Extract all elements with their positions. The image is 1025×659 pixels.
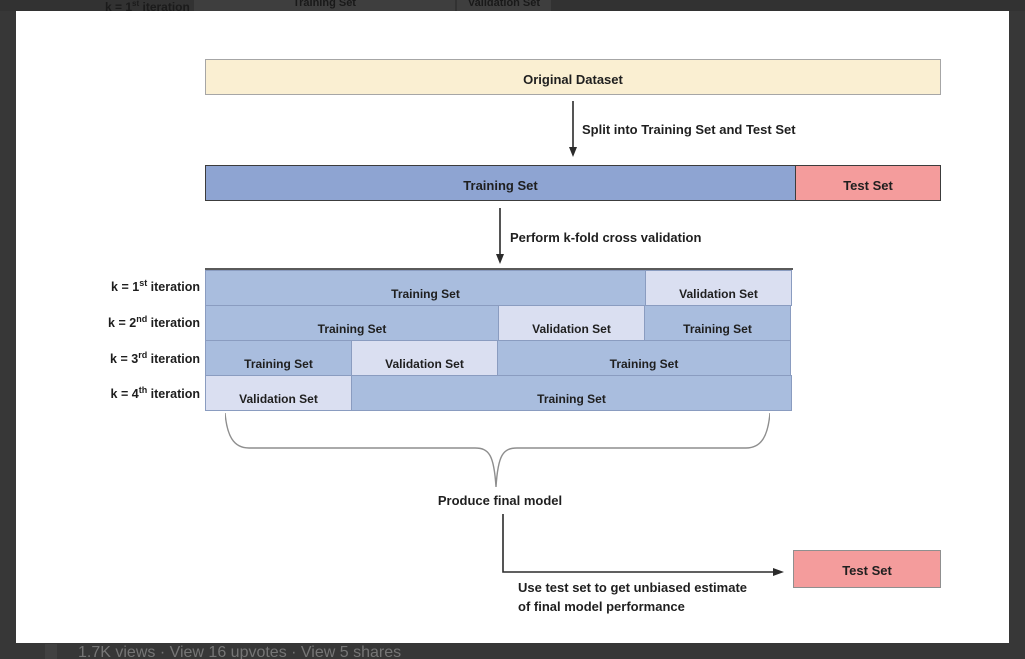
test-set-segment: Test Set — [796, 166, 940, 200]
kfold-label-1-pre: k = 1 — [111, 280, 140, 295]
previous-image-strip: k = 1st iteration Training Set Validatio… — [0, 0, 1025, 11]
kfold-row-label-3: k = 3rd iteration — [80, 350, 200, 366]
kfold-cell: Training Set — [205, 340, 352, 376]
brace-icon — [225, 413, 770, 488]
kfold-row-label-2: k = 2nd iteration — [80, 314, 200, 330]
strip-validation-set-block: Validation Set — [457, 0, 551, 11]
original-dataset-bar: Original Dataset — [205, 59, 941, 95]
final-test-set-box: Test Set — [793, 550, 941, 588]
kfold-cell: Validation Set — [205, 375, 352, 411]
strip-iteration-post: iteration — [139, 0, 190, 12]
kfold-cell: Training Set — [205, 270, 646, 306]
kfold-diagram-image[interactable]: Original Dataset Split into Training Set… — [16, 11, 1009, 643]
kfold-cell: Training Set — [644, 305, 791, 341]
test-set-label: Test Set — [843, 177, 893, 193]
kfold-arrow-label: Perform k-fold cross validation — [510, 230, 702, 245]
training-set-segment: Training Set — [206, 166, 796, 200]
final-test-arrow-icon — [502, 514, 784, 576]
kfold-row-2: Training Set Validation Set Training Set — [205, 305, 793, 341]
kfold-label-3-post: iteration — [147, 352, 200, 367]
use-test-set-label-line2: of final model performance — [518, 599, 685, 614]
post-stats-text[interactable]: 1.7K views · View 16 upvotes · View 5 sh… — [78, 644, 402, 659]
footer-accent-strip — [45, 644, 57, 659]
strip-iteration-label: k = 1st iteration — [105, 0, 200, 11]
strip-training-set-block: Training Set — [194, 0, 455, 11]
kfold-cell: Validation Set — [351, 340, 498, 376]
use-test-set-label: Use test set to get unbiased estimate of… — [518, 578, 747, 616]
kfold-row-label-4: k = 4th iteration — [80, 385, 200, 401]
kfold-cell: Validation Set — [645, 270, 792, 306]
strip-training-set-label: Training Set — [293, 0, 356, 9]
kfold-cell: Training Set — [205, 305, 499, 341]
strip-iteration-sup: st — [132, 0, 140, 8]
kfold-label-4-sup: th — [138, 385, 148, 395]
split-arrow-icon — [569, 101, 577, 157]
use-test-set-label-line1: Use test set to get unbiased estimate — [518, 580, 748, 595]
kfold-row-3: Training Set Validation Set Training Set — [205, 340, 793, 376]
kfold-label-4-post: iteration — [147, 387, 200, 402]
kfold-grid: Training Set Validation Set Training Set… — [205, 268, 793, 411]
kfold-row-4: Validation Set Training Set — [205, 375, 793, 411]
kfold-label-2-post: iteration — [147, 316, 200, 331]
kfold-label-2-sup: nd — [136, 314, 148, 324]
final-test-set-label: Test Set — [842, 563, 892, 578]
kfold-cell: Training Set — [351, 375, 792, 411]
kfold-row-1: Training Set Validation Set — [205, 270, 793, 306]
kfold-label-1-post: iteration — [147, 280, 200, 295]
split-arrow-label: Split into Training Set and Test Set — [582, 122, 796, 137]
kfold-label-2-pre: k = 2 — [108, 316, 137, 331]
kfold-label-3-sup: rd — [138, 350, 148, 360]
train-test-split-bar: Training Set Test Set — [205, 165, 941, 201]
kfold-label-4-pre: k = 4 — [110, 387, 139, 402]
produce-final-model-label: Produce final model — [437, 493, 563, 508]
kfold-label-3-pre: k = 3 — [110, 352, 139, 367]
kfold-label-1-sup: st — [139, 278, 148, 288]
kfold-cell: Training Set — [497, 340, 791, 376]
kfold-arrow-icon — [496, 208, 504, 264]
strip-iteration-pre: k = 1 — [105, 0, 133, 12]
training-set-label: Training Set — [463, 177, 538, 193]
kfold-row-label-1: k = 1st iteration — [80, 278, 200, 294]
original-dataset-label: Original Dataset — [523, 71, 623, 87]
strip-validation-set-label: Validation Set — [467, 0, 541, 9]
kfold-cell: Validation Set — [498, 305, 645, 341]
